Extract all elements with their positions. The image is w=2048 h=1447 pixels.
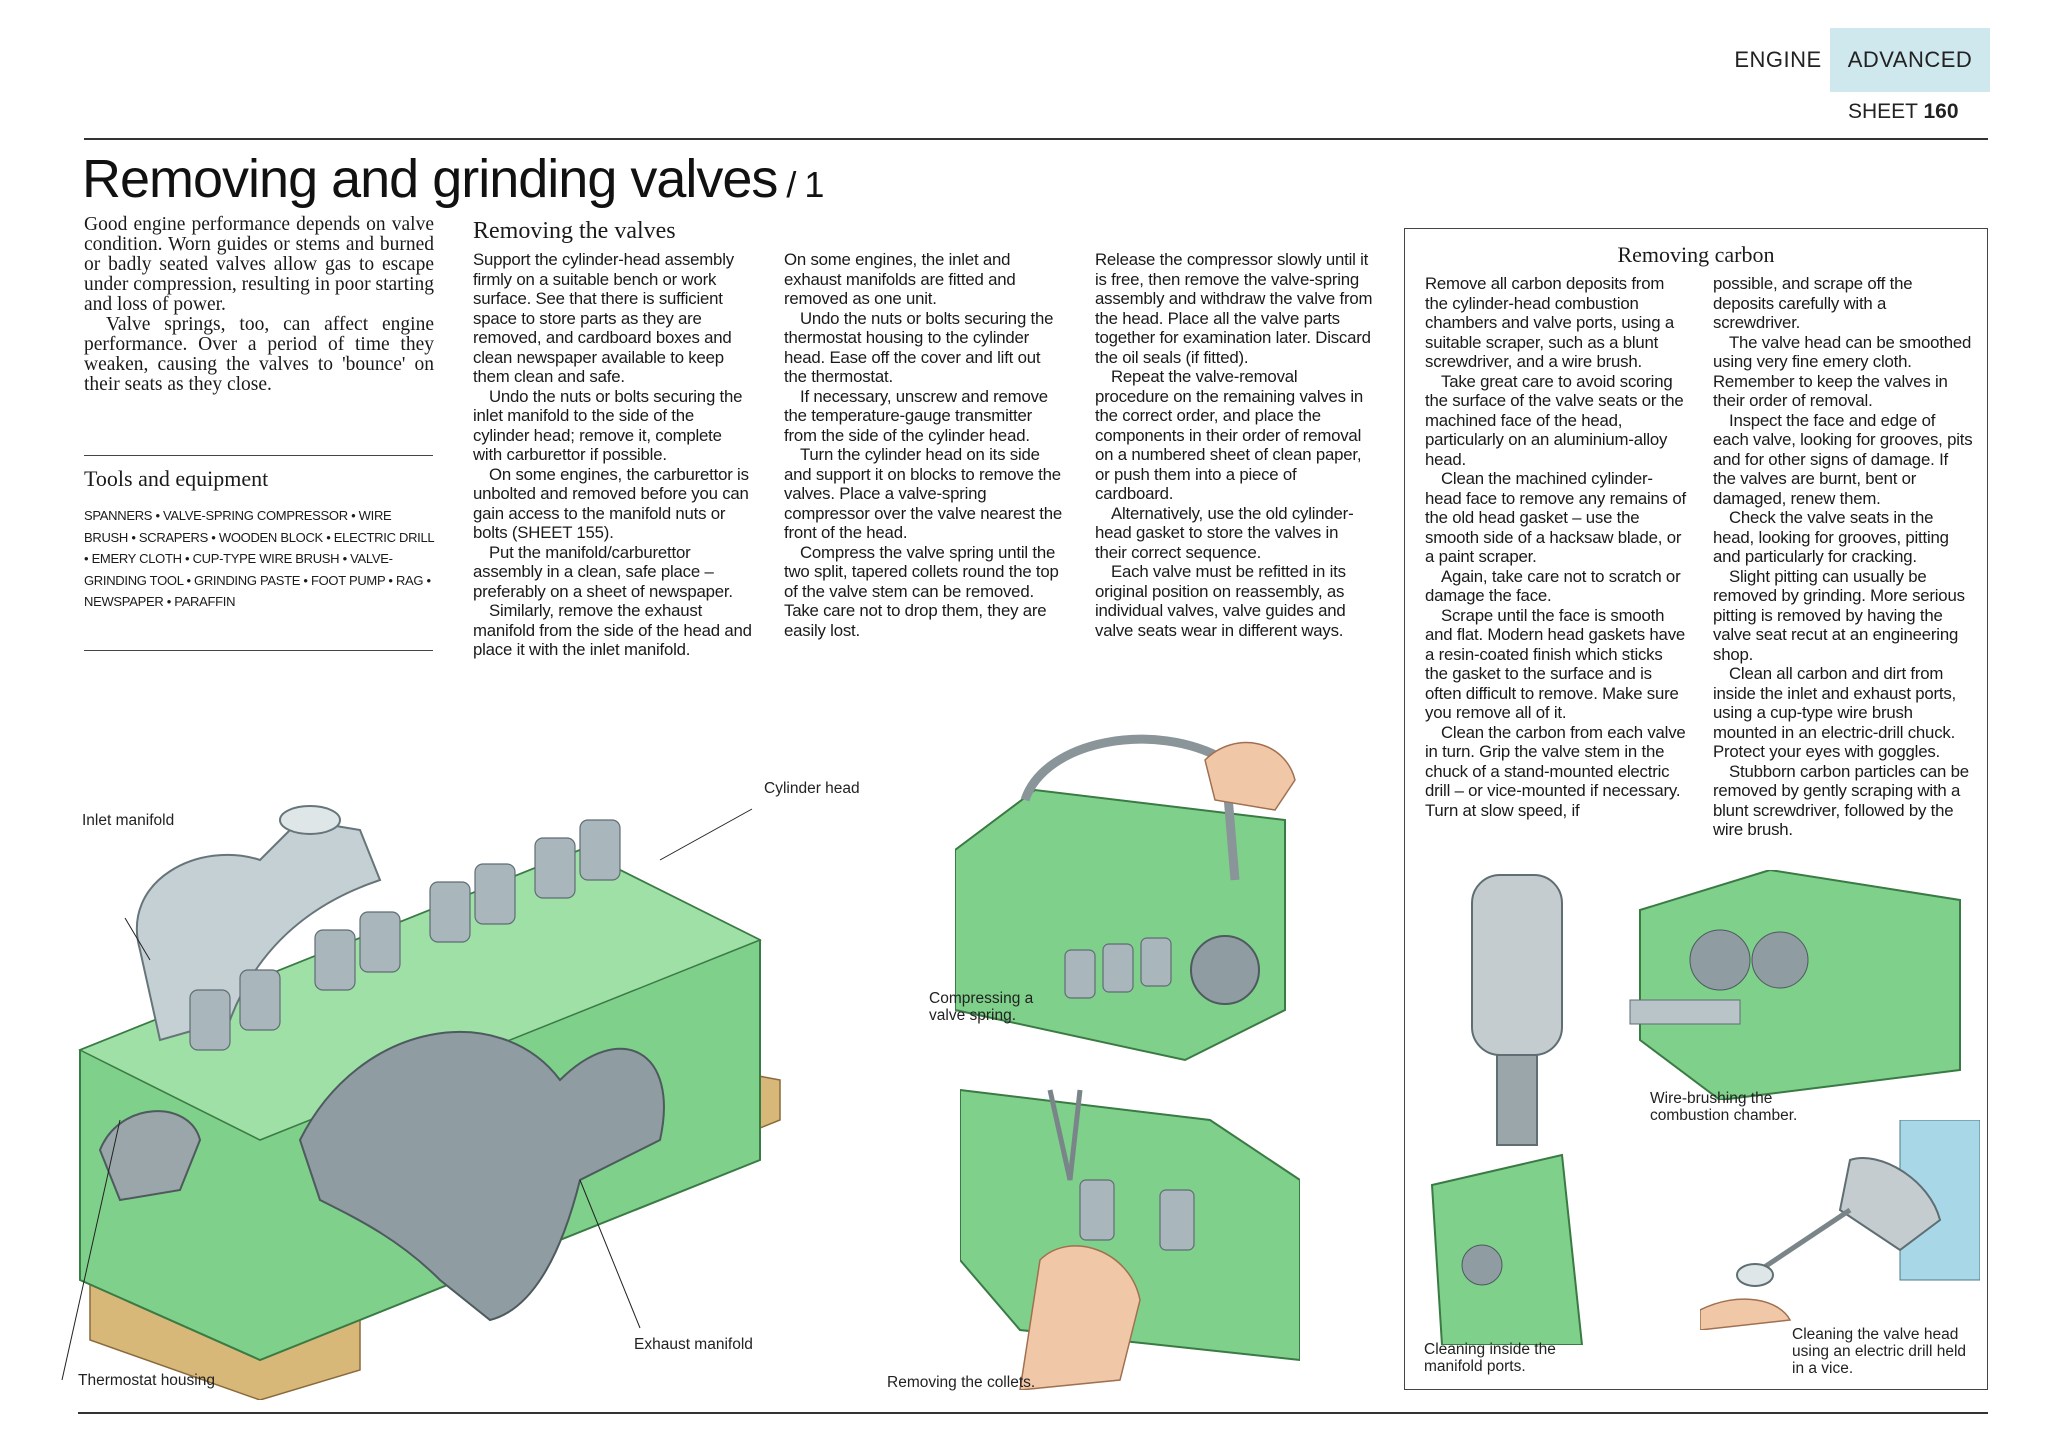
section-heading-removing: Removing the valves [473, 218, 676, 244]
paragraph: Inspect the face and edge of each valve,… [1713, 410, 1973, 508]
wire-brushing-illustration [1629, 870, 1961, 1100]
label-cylinder-head: Cylinder head [764, 780, 860, 797]
paragraph: Repeat the valve-removal procedure on th… [1095, 367, 1363, 503]
paragraph: Put the manifold/carburettor assembly in… [473, 542, 733, 601]
intro-paragraph: Good engine performance depends on valve… [84, 214, 434, 315]
label-cleaning-ports: Cleaning inside the manifold ports. [1424, 1341, 1556, 1375]
paragraph: Again, take care not to scratch or damag… [1425, 566, 1681, 606]
label-cleaning-valve-head: Cleaning the valve head using an electri… [1792, 1326, 1967, 1377]
paragraph: On some engines, the inlet and exhaust m… [784, 250, 1016, 308]
top-rule [84, 138, 1988, 140]
sheet-value: 160 [1923, 100, 1959, 123]
removing-column-3: Release the compressor slowly until it i… [1095, 250, 1373, 640]
paragraph: Undo the nuts or bolts securing the inle… [473, 386, 743, 465]
electric-drill-illustration [1430, 874, 1584, 1345]
label-exhaust-manifold: Exhaust manifold [634, 1336, 753, 1353]
label-compressing: Compressing a valve spring. [929, 990, 1034, 1024]
valve-cleaning-drill-illustration [1700, 1120, 1980, 1330]
paragraph: If necessary, unscrew and remove the tem… [784, 386, 1048, 445]
paragraph: Each valve must be refitted in its origi… [1095, 562, 1346, 640]
paragraph: Alternatively, use the old cylinder-head… [1095, 503, 1354, 562]
paragraph: Stubborn carbon particles can be removed… [1713, 761, 1969, 840]
paragraph: Clean the carbon from each valve in turn… [1425, 722, 1686, 820]
tools-list: SPANNERS • VALVE-SPRING COMPRESSOR • WIR… [84, 508, 434, 609]
label-inlet-manifold: Inlet manifold [82, 812, 175, 829]
intro-paragraph: Valve springs, too, can affect engine pe… [84, 314, 434, 395]
tab-engine[interactable]: ENGINE [1734, 47, 1822, 72]
removing-column-1: Support the cylinder-head assembly firml… [473, 250, 753, 660]
paragraph: possible, and scrape off the deposits ca… [1713, 274, 1913, 332]
bottom-rule [78, 1412, 1988, 1414]
section-heading-carbon: Removing carbon [1617, 242, 1775, 267]
paragraph: On some engines, the carburettor is unbo… [473, 464, 749, 543]
divider [84, 650, 433, 651]
removing-collets-illustration [960, 1088, 1300, 1390]
tools-heading: Tools and equipment [84, 466, 269, 491]
paragraph: Scrape until the face is smooth and flat… [1425, 605, 1686, 723]
label-thermostat-housing: Thermostat housing [78, 1372, 215, 1389]
paragraph: Slight pitting can usually be removed by… [1713, 566, 1965, 664]
title-main: Removing and grinding valves [82, 149, 778, 209]
paragraph: Compress the valve spring until the two … [784, 542, 1059, 640]
sheet-label: SHEET [1848, 100, 1918, 123]
label-removing-collets: Removing the collets. [887, 1374, 1036, 1391]
carbon-panel [1404, 228, 1988, 1390]
removing-column-2: On some engines, the inlet and exhaust m… [784, 250, 1064, 640]
cylinder-head-illustration [61, 805, 781, 1400]
paragraph: Clean the machined cylinder-head face to… [1425, 469, 1686, 566]
paragraph: Clean all carbon and dirt from inside th… [1713, 664, 1957, 761]
sheet-number: SHEET 160 [1848, 100, 1959, 124]
label-wire-brushing: Wire-brushing the combustion chamber. [1650, 1090, 1798, 1124]
paragraph: Check the valve seats in the head, looki… [1713, 508, 1949, 566]
valve-spring-compressor-illustration [955, 734, 1296, 1062]
paragraph: Support the cylinder-head assembly firml… [473, 250, 734, 386]
paragraph: Turn the cylinder head on its side and s… [784, 445, 1063, 542]
title-part: / 1 [777, 164, 824, 205]
paragraph: Release the compressor slowly until it i… [1095, 250, 1373, 367]
paragraph: Similarly, remove the exhaust manifold f… [473, 601, 752, 659]
divider [84, 455, 433, 456]
paragraph: Remove all carbon deposits from the cyli… [1425, 274, 1674, 371]
paragraph: The valve head can be smoothed using ver… [1713, 332, 1972, 411]
page-title: Removing and grinding valves / 1 [82, 148, 824, 210]
tab-advanced[interactable]: ADVANCED [1830, 28, 1990, 92]
carbon-column-2: possible, and scrape off the deposits ca… [1713, 274, 1975, 840]
paragraph: Take great care to avoid scoring the sur… [1425, 371, 1684, 469]
paragraph: Undo the nuts or bolts securing the ther… [784, 308, 1054, 387]
carbon-column-1: Remove all carbon deposits from the cyli… [1425, 274, 1687, 820]
intro-text: Good engine performance depends on valve… [84, 215, 434, 395]
